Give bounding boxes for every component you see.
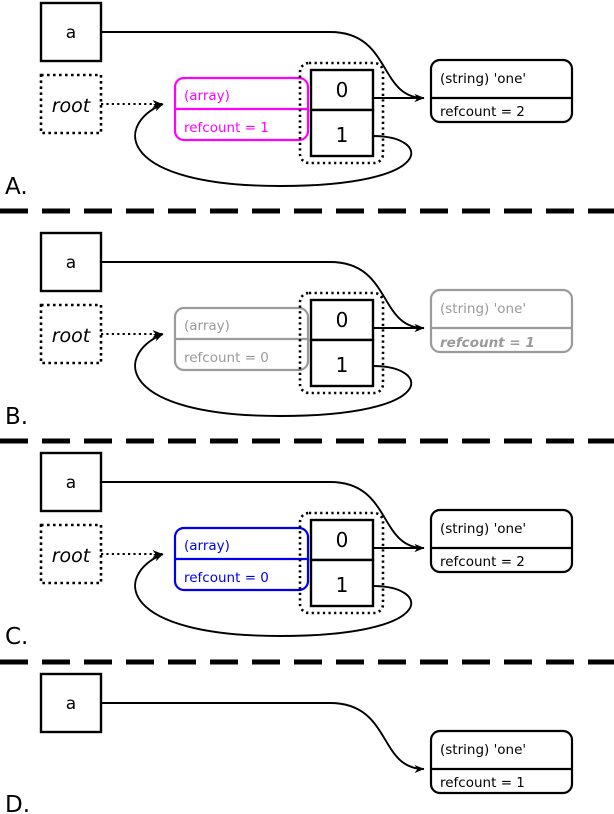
string-type-label: (string) 'one' — [440, 521, 526, 537]
variable-box-a-label: a — [66, 473, 76, 493]
edge-a-to-string — [101, 31, 425, 102]
variable-box-a[interactable]: a — [39, 672, 103, 734]
array-type-label: (array) — [184, 318, 230, 334]
panel-C: a root (array) refcount = 0 0 1 (string) — [5, 451, 574, 650]
variable-box-a-label: a — [66, 23, 76, 43]
array-index-1-label: 1 — [336, 353, 349, 377]
array-index-cells[interactable]: 0 1 — [298, 61, 385, 165]
string-object-box[interactable]: (string) 'one' refcount = 1 — [429, 729, 574, 795]
string-refcount-label: refcount = 2 — [440, 554, 525, 570]
string-refcount-label: refcount = 1 — [440, 775, 525, 791]
panel-A: a root (array) refcount = 1 0 1 — [5, 1, 574, 200]
string-object-box[interactable]: (string) 'one' refcount = 2 — [429, 58, 574, 124]
root-box-label: root — [52, 545, 92, 567]
string-object-box[interactable]: (string) 'one' refcount = 2 — [429, 508, 574, 574]
edge-a-to-string — [101, 481, 425, 552]
string-type-label: (string) 'one' — [440, 301, 526, 317]
array-index-0-label: 0 — [336, 78, 349, 102]
array-refcount-label: refcount = 1 — [184, 120, 269, 136]
string-type-label: (string) 'one' — [440, 742, 526, 758]
array-index-cells[interactable]: 0 1 — [298, 291, 385, 395]
array-type-label: (array) — [184, 88, 230, 104]
string-refcount-label: refcount = 2 — [440, 104, 525, 120]
array-index-1-label: 1 — [336, 573, 349, 597]
panel-B: a root (array) refcount = 0 0 1 (string) — [5, 231, 574, 430]
panel-D: a (string) 'one' refcount = 1 D. — [5, 672, 574, 814]
array-refcount-label: refcount = 0 — [184, 570, 269, 586]
variable-box-a-label: a — [66, 694, 76, 714]
variable-box-a[interactable]: a — [39, 1, 103, 63]
array-index-cells[interactable]: 0 1 — [298, 511, 385, 615]
array-refcount-label: refcount = 0 — [184, 350, 269, 366]
edge-index1-to-array — [134, 103, 413, 187]
root-box[interactable]: root — [39, 303, 103, 365]
root-box-label: root — [52, 95, 92, 117]
panel-label-A: A. — [5, 174, 28, 200]
string-object-box[interactable]: (string) 'one' refcount = 1 — [429, 288, 574, 354]
array-index-0-label: 0 — [336, 528, 349, 552]
edge-index1-to-array — [134, 333, 413, 417]
root-box-label: root — [52, 325, 92, 347]
array-index-0-label: 0 — [336, 308, 349, 332]
variable-box-a[interactable]: a — [39, 451, 103, 513]
array-type-label: (array) — [184, 538, 230, 554]
array-object-box[interactable]: (array) refcount = 0 — [173, 526, 310, 592]
root-box[interactable]: root — [39, 73, 103, 135]
array-object-box[interactable]: (array) refcount = 0 — [173, 306, 310, 372]
variable-box-a-label: a — [66, 253, 76, 273]
string-type-label: (string) 'one' — [440, 71, 526, 87]
edge-index1-to-array — [134, 553, 413, 637]
array-index-1-label: 1 — [336, 123, 349, 147]
edge-a-to-string — [101, 261, 425, 332]
panel-label-C: C. — [5, 624, 28, 650]
panel-label-D: D. — [5, 792, 30, 814]
variable-box-a[interactable]: a — [39, 231, 103, 293]
edge-a-to-string — [101, 702, 425, 773]
panel-label-B: B. — [5, 404, 28, 430]
string-refcount-label: refcount = 1 — [440, 335, 535, 351]
root-box[interactable]: root — [39, 523, 103, 585]
array-object-box[interactable]: (array) refcount = 1 — [173, 76, 310, 142]
